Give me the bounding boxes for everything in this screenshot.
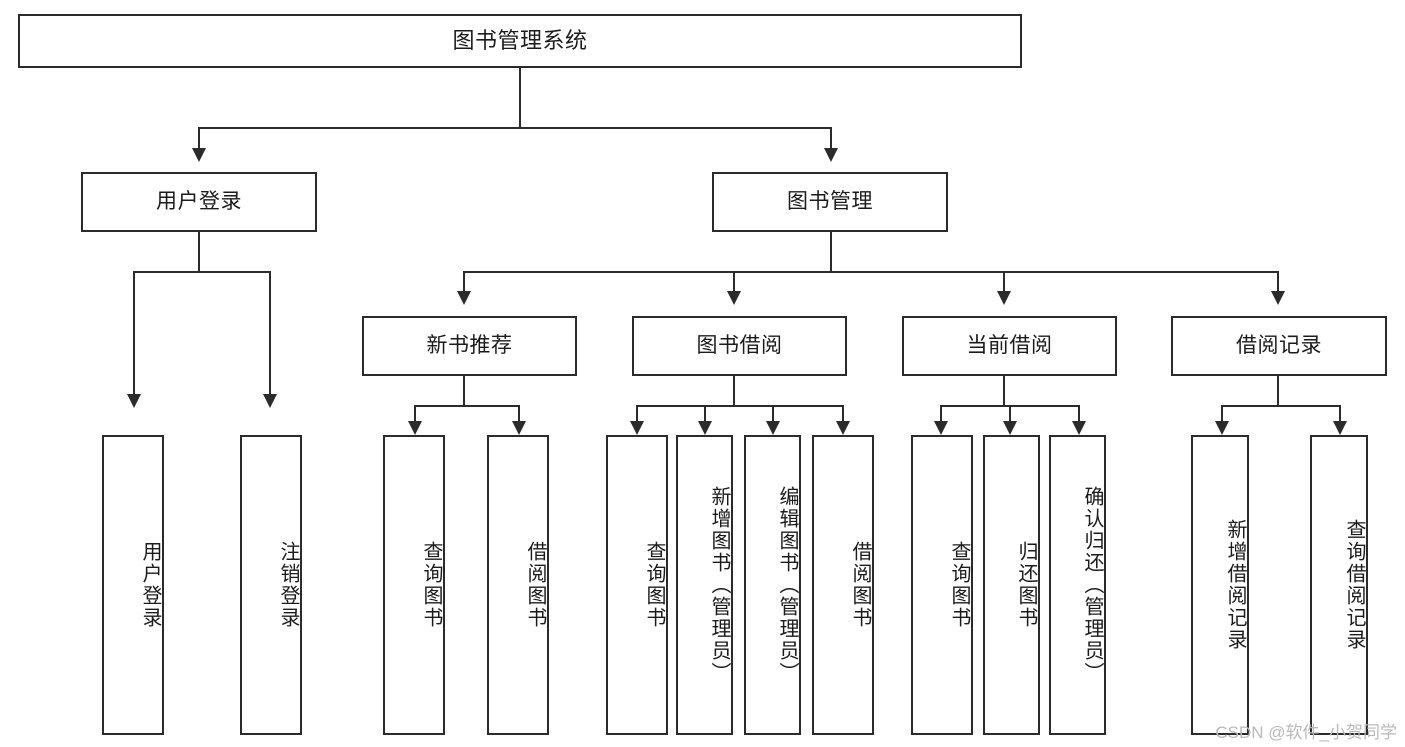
node-book-borrow-label: 图书借阅	[696, 334, 783, 358]
leaf-logout-login-label: 注销登录	[277, 541, 299, 629]
arrow-leaf-confirm-return	[1072, 421, 1086, 435]
connector-current-borrow-down	[1003, 376, 1005, 406]
connector-borrow-record-leaf2	[1339, 405, 1341, 423]
arrow-leaf-edit-book	[766, 421, 780, 435]
node-new-book-recommend[interactable]: 新书推荐	[362, 316, 577, 376]
connector-book-manage-bus	[463, 271, 1279, 273]
connector-new-book-bus	[414, 405, 520, 407]
leaf-logout-login[interactable]: 注销登录	[240, 435, 302, 735]
leaf-query-book-2[interactable]: 查询图书	[606, 435, 668, 735]
arrow-to-new-book-recommend	[457, 291, 471, 305]
leaf-query-book-1-label: 查询图书	[420, 541, 442, 629]
connector-borrow-record-bus	[1221, 405, 1341, 407]
connector-user-login-bus	[133, 271, 270, 273]
leaf-edit-book[interactable]: 编辑图书（管理员）	[744, 435, 801, 735]
arrow-leaf-borrow-book-1	[512, 421, 526, 435]
connector-new-book-down	[463, 376, 465, 406]
node-user-login-label: 用户登录	[156, 190, 242, 214]
node-borrow-record-label: 借阅记录	[1236, 334, 1322, 358]
connector-to-user-login	[198, 127, 200, 151]
connector-current-borrow-leaf1	[940, 405, 942, 423]
arrow-leaf-query-book-3	[934, 421, 948, 435]
connector-book-borrow-leaf2	[704, 405, 706, 423]
node-book-manage[interactable]: 图书管理	[712, 172, 948, 232]
leaf-confirm-return[interactable]: 确认归还（管理员）	[1049, 435, 1106, 735]
connector-book-borrow-leaf3	[772, 405, 774, 423]
connector-new-book-leaf1	[414, 405, 416, 423]
node-current-borrow-label: 当前借阅	[966, 334, 1053, 358]
arrow-leaf-borrow-book-2	[836, 421, 850, 435]
connector-to-borrow-record	[1277, 271, 1279, 293]
arrow-leaf-add-record	[1215, 421, 1229, 435]
connector-current-borrow-leaf2	[1009, 405, 1011, 423]
node-book-borrow[interactable]: 图书借阅	[632, 316, 847, 376]
leaf-query-book-3[interactable]: 查询图书	[911, 435, 973, 735]
leaf-query-record-label: 查询借阅记录	[1343, 519, 1365, 651]
connector-to-book-manage	[830, 127, 832, 151]
connector-book-borrow-leaf1	[636, 405, 638, 423]
leaf-add-record[interactable]: 新增借阅记录	[1191, 435, 1249, 735]
leaf-borrow-book-1[interactable]: 借阅图书	[487, 435, 549, 735]
connector-to-new-book-recommend	[463, 271, 465, 293]
leaf-add-record-label: 新增借阅记录	[1224, 519, 1246, 651]
leaf-borrow-book-2[interactable]: 借阅图书	[812, 435, 874, 735]
node-current-borrow[interactable]: 当前借阅	[902, 316, 1117, 376]
leaf-borrow-book-2-label: 借阅图书	[849, 541, 871, 629]
connector-borrow-record-down	[1277, 376, 1279, 406]
connector-book-borrow-bus	[636, 405, 844, 407]
leaf-query-record[interactable]: 查询借阅记录	[1310, 435, 1368, 735]
leaf-user-login[interactable]: 用户登录	[102, 435, 164, 735]
leaf-borrow-book-1-label: 借阅图书	[524, 541, 546, 629]
leaf-return-book[interactable]: 归还图书	[983, 435, 1040, 735]
connector-to-current-borrow	[1003, 271, 1005, 293]
leaf-add-book[interactable]: 新增图书（管理员）	[676, 435, 733, 735]
leaf-return-book-label: 归还图书	[1015, 541, 1037, 629]
connector-user-login-down	[198, 232, 200, 272]
arrow-leaf-logout-login	[263, 394, 277, 408]
arrow-to-user-login	[192, 148, 206, 162]
leaf-confirm-return-label: 确认归还（管理员）	[1081, 486, 1103, 684]
connector-book-manage-down	[830, 232, 832, 272]
connector-book-borrow-down	[733, 376, 735, 406]
connector-root-bus	[198, 127, 832, 129]
node-root-book-management-system[interactable]: 图书管理系统	[18, 14, 1022, 68]
connector-book-borrow-leaf4	[842, 405, 844, 423]
arrow-to-book-manage	[824, 148, 838, 162]
leaf-user-login-label: 用户登录	[139, 541, 161, 629]
connector-current-borrow-leaf3	[1078, 405, 1080, 423]
node-user-login[interactable]: 用户登录	[81, 172, 317, 232]
leaf-query-book-1[interactable]: 查询图书	[383, 435, 445, 735]
node-borrow-record[interactable]: 借阅记录	[1171, 316, 1387, 376]
arrow-leaf-add-book	[698, 421, 712, 435]
connector-user-login-leaf1	[133, 271, 135, 396]
leaf-edit-book-label: 编辑图书（管理员）	[776, 486, 798, 684]
connector-new-book-leaf2	[518, 405, 520, 423]
leaf-query-book-3-label: 查询图书	[948, 541, 970, 629]
arrow-to-book-borrow	[727, 291, 741, 305]
node-book-manage-label: 图书管理	[787, 190, 873, 214]
arrow-leaf-query-book-1	[408, 421, 422, 435]
connector-borrow-record-leaf1	[1221, 405, 1223, 423]
node-new-book-recommend-label: 新书推荐	[426, 334, 513, 358]
arrow-to-current-borrow	[997, 291, 1011, 305]
connector-root-down	[519, 68, 521, 128]
leaf-add-book-label: 新增图书（管理员）	[708, 486, 730, 684]
node-root-label: 图书管理系统	[452, 27, 588, 53]
arrow-leaf-return-book	[1003, 421, 1017, 435]
arrow-leaf-user-login	[127, 394, 141, 408]
arrow-leaf-query-book-2	[630, 421, 644, 435]
arrow-to-borrow-record	[1271, 291, 1285, 305]
leaf-query-book-2-label: 查询图书	[643, 541, 665, 629]
arrow-leaf-query-record	[1333, 421, 1347, 435]
csdn-watermark: CSDN @软件_小贺同学	[1215, 723, 1397, 742]
connector-to-book-borrow	[733, 271, 735, 293]
connector-user-login-leaf2	[269, 271, 271, 396]
